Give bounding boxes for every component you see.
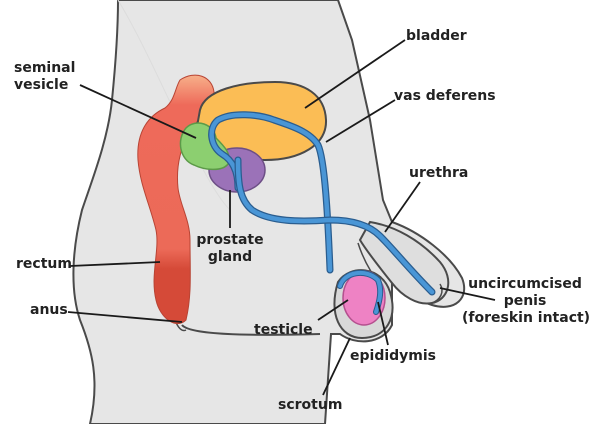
- label-prostate-gland: prostate gland: [192, 232, 268, 266]
- label-epididymis: epididymis: [350, 348, 436, 365]
- label-vas-deferens: vas deferens: [394, 88, 496, 105]
- label-anus: anus: [30, 302, 68, 319]
- label-penis-line3: (foreskin intact): [462, 310, 588, 327]
- label-seminal-vesicle-line1: seminal: [14, 60, 75, 77]
- label-uncircumcised-penis: uncircumcised penis (foreskin intact): [462, 276, 588, 327]
- label-seminal-vesicle: seminal vesicle: [14, 60, 75, 94]
- label-rectum: rectum: [16, 256, 72, 273]
- label-seminal-vesicle-line2: vesicle: [14, 77, 75, 94]
- label-urethra: urethra: [409, 165, 468, 182]
- label-bladder: bladder: [406, 28, 467, 45]
- label-prostate-gland-line2: gland: [192, 249, 268, 266]
- label-testicle: testicle: [254, 322, 313, 339]
- label-scrotum: scrotum: [278, 397, 342, 414]
- label-prostate-gland-line1: prostate: [192, 232, 268, 249]
- label-penis-line2: penis: [462, 293, 588, 310]
- leader-urethra: [385, 182, 420, 232]
- label-penis-line1: uncircumcised: [462, 276, 588, 293]
